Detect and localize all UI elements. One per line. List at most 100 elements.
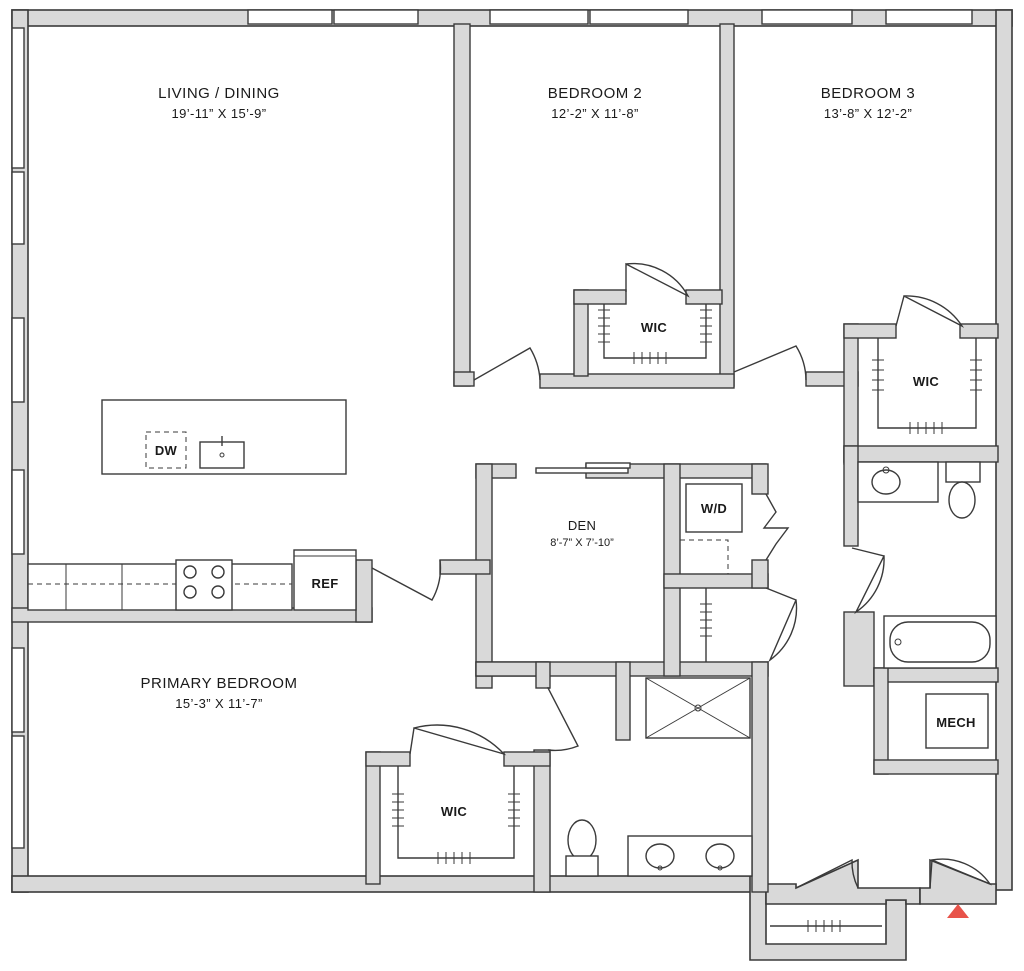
bedroom2-door bbox=[473, 347, 541, 381]
wic-b2-top-wall bbox=[573, 289, 627, 305]
wall bbox=[535, 661, 551, 689]
hangers bbox=[807, 920, 841, 932]
tub-basin-icon bbox=[889, 621, 991, 663]
burner-icon bbox=[183, 565, 197, 579]
den-left-stub bbox=[439, 559, 491, 575]
wd-right-wall bbox=[751, 559, 769, 589]
window bbox=[11, 171, 25, 245]
window bbox=[333, 9, 419, 25]
primary-bath-door bbox=[546, 687, 579, 752]
linen-door bbox=[765, 587, 798, 663]
drain-icon bbox=[219, 452, 225, 458]
toilet-icon bbox=[948, 481, 976, 519]
bedroom3-name: BEDROOM 3 bbox=[821, 85, 916, 102]
mech-closet bbox=[925, 693, 989, 749]
refrigerator bbox=[293, 549, 357, 611]
wic-b3-top-wall bbox=[843, 323, 897, 339]
wic-b3-bottom-wall bbox=[843, 445, 999, 463]
bedroom2-bottom-wall bbox=[539, 373, 735, 389]
wall bbox=[453, 371, 475, 387]
wic-primary-door bbox=[409, 724, 507, 756]
bath-left-wall bbox=[843, 445, 859, 547]
hangers bbox=[598, 309, 712, 364]
tub-drain-icon bbox=[894, 638, 902, 646]
kitchen bbox=[27, 399, 357, 611]
sink-icon bbox=[645, 843, 675, 869]
wic-b2-door bbox=[625, 262, 690, 298]
wic-b3-top-wall bbox=[959, 323, 999, 339]
primary-bath-left-wall bbox=[533, 749, 551, 893]
hangers bbox=[392, 793, 520, 864]
burner-icon bbox=[211, 585, 225, 599]
ref-label: REF bbox=[312, 576, 339, 591]
window bbox=[11, 469, 25, 555]
window bbox=[761, 9, 853, 25]
wic-b3-left-wall bbox=[843, 323, 859, 465]
window bbox=[11, 27, 25, 169]
primary-door bbox=[371, 559, 442, 601]
wic-b3-door bbox=[895, 294, 965, 328]
wic-primary-label: WIC bbox=[441, 804, 467, 819]
burner-icon bbox=[211, 565, 225, 579]
den-right-wall bbox=[663, 463, 681, 677]
hall-bath bbox=[857, 461, 997, 749]
window bbox=[247, 9, 333, 25]
shower-drain-icon bbox=[694, 704, 702, 712]
wic-b3-rod bbox=[877, 338, 977, 429]
den-dims: 8’-7” X 7’-10” bbox=[550, 537, 614, 549]
kitchen-counter bbox=[27, 563, 293, 611]
range-icon bbox=[175, 559, 233, 611]
bedroom3-door bbox=[733, 345, 807, 381]
wic-b2-rod bbox=[603, 304, 707, 359]
bedroom2-left-wall bbox=[453, 23, 471, 387]
wic-primary-top-wall bbox=[503, 751, 551, 767]
wd-label: W/D bbox=[701, 501, 727, 516]
primary-bedroom-dims: 15’-3” X 11’-7” bbox=[175, 696, 262, 711]
bath-left-wall bbox=[843, 611, 875, 687]
toilet-tank bbox=[565, 855, 599, 877]
bottom-closet-door bbox=[795, 858, 859, 889]
wic-b3-label: WIC bbox=[913, 374, 939, 389]
hangers bbox=[700, 603, 712, 637]
shelf-line bbox=[680, 539, 729, 574]
den-left-wall bbox=[475, 463, 493, 689]
living-room-name: LIVING / DINING bbox=[158, 85, 280, 102]
faucet-icon bbox=[882, 466, 890, 474]
window bbox=[11, 735, 25, 849]
bath-bottom-wall bbox=[873, 667, 999, 683]
faucet-icon bbox=[657, 865, 663, 871]
wd-bifold-door bbox=[762, 493, 790, 561]
toilet-tank bbox=[945, 461, 981, 483]
wd-right-wall bbox=[751, 463, 769, 495]
sink-icon bbox=[871, 469, 901, 495]
window bbox=[11, 647, 25, 733]
entry-door bbox=[929, 858, 992, 889]
hangers bbox=[872, 359, 982, 434]
doors bbox=[371, 262, 992, 889]
wic-primary-left-wall bbox=[365, 751, 381, 885]
wic-primary-top-wall bbox=[365, 751, 411, 767]
dw-label: DW bbox=[155, 443, 178, 458]
bottom-closet-wall bbox=[765, 858, 921, 905]
shower-left-wall bbox=[615, 661, 631, 741]
bedroom2-dims: 12’-2” X 11’-8” bbox=[551, 106, 638, 121]
room-labels: LIVING / DINING 19’-11” X 15’-9” BEDROOM… bbox=[141, 85, 976, 819]
faucet-icon bbox=[717, 865, 723, 871]
wic-primary-rod bbox=[397, 766, 515, 859]
bedroom3-dims: 13’-8” X 12’-2” bbox=[824, 106, 912, 121]
shower-slope-line bbox=[645, 677, 751, 739]
wic-b2-top-wall bbox=[685, 289, 723, 305]
mech-bottom-wall bbox=[873, 759, 999, 775]
mech-left-wall bbox=[873, 667, 889, 775]
window bbox=[885, 9, 973, 25]
washer-dryer bbox=[685, 483, 743, 533]
primary-bath-right-wall bbox=[751, 661, 769, 893]
window bbox=[489, 9, 589, 25]
den-slider bbox=[535, 467, 629, 474]
mech-label: MECH bbox=[936, 715, 975, 730]
bottom-wall bbox=[11, 875, 767, 893]
laundry bbox=[680, 483, 743, 574]
interior-walls bbox=[11, 23, 999, 893]
toilet-icon bbox=[567, 819, 597, 861]
